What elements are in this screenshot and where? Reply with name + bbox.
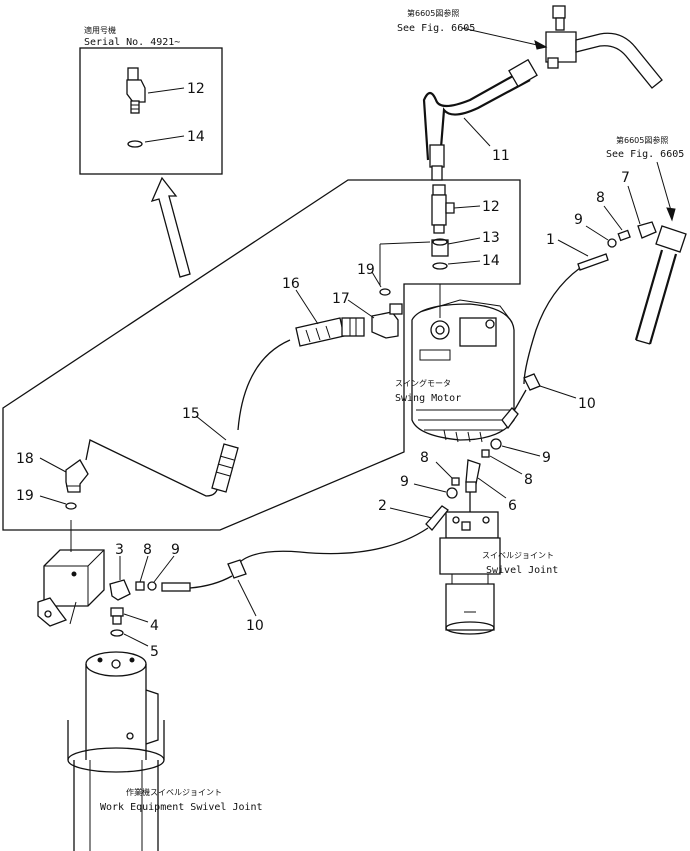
callout-5: 5 — [150, 644, 159, 660]
elbow-fitting-12 — [431, 184, 455, 234]
callout-8-left: 8 — [143, 542, 152, 558]
o-ring-19-upper — [379, 288, 391, 296]
swing-motor-label: Swing Motor — [395, 393, 461, 404]
serial-inset: 適用号機 Serial No. 4921~ 12 14 — [79, 25, 223, 175]
elbow-7 — [637, 221, 657, 239]
hose-16 — [295, 317, 365, 347]
ref-arrowhead-right — [666, 207, 676, 222]
callout-9-right: 9 — [574, 212, 583, 228]
o-ring-5 — [110, 629, 124, 637]
fig-ref-right: See Fig. 6605 — [606, 149, 684, 160]
valve-block — [37, 549, 105, 627]
callout-17: 17 — [332, 291, 350, 307]
nipple-8-left — [135, 581, 145, 591]
fig-ref-top: See Fig. 6605 — [397, 23, 475, 34]
detail-boundary — [2, 179, 521, 531]
callout-7: 7 — [621, 170, 630, 186]
o-ring-19-lower — [65, 502, 77, 510]
callout-3: 3 — [115, 542, 124, 558]
right-hose — [634, 225, 687, 345]
callout-19-lower: 19 — [16, 488, 34, 504]
callout-12-main: 12 — [482, 199, 500, 215]
callout-14: 14 — [187, 129, 205, 145]
nipple-8-right — [617, 229, 631, 242]
fig-ref-top-jp: 第6605図参照 — [407, 8, 459, 18]
swing-motor — [411, 284, 515, 443]
ring-9-swivel-lower — [446, 487, 458, 499]
fitting-4 — [110, 607, 124, 625]
clamp-10-lower — [227, 559, 247, 579]
callout-18: 18 — [16, 451, 34, 467]
callout-14-main: 14 — [482, 253, 500, 269]
ref-arrowhead-top — [534, 40, 548, 50]
work-swivel-jp: 作業機スイベルジョイント — [126, 787, 222, 797]
fig-ref-right-jp: 第6605図参照 — [616, 135, 668, 145]
callout-4: 4 — [150, 618, 159, 634]
callout-10-lower: 10 — [246, 618, 264, 634]
work-swivel-label: Work Equipment Swivel Joint — [100, 802, 263, 813]
elbow-17 — [371, 303, 403, 339]
elbow-18 — [65, 459, 89, 493]
inset-frame — [79, 47, 223, 175]
inset-elbow-fitting — [126, 67, 146, 114]
inset-serial-label: Serial No. 4921~ — [84, 37, 180, 48]
callout-10-right: 10 — [578, 396, 596, 412]
callout-16: 16 — [282, 276, 300, 292]
callout-6: 6 — [508, 498, 517, 514]
callout-1: 1 — [546, 232, 555, 248]
ring-9-right — [607, 238, 617, 248]
swivel-joint — [439, 511, 501, 635]
callout-15: 15 — [182, 406, 200, 422]
inset-o-ring — [127, 140, 143, 148]
callout-9-swivel-lower: 9 — [400, 474, 409, 490]
callout-9-swivel-upper: 9 — [542, 450, 551, 466]
adapter-13 — [431, 238, 449, 257]
clamp-10-right — [523, 373, 541, 391]
callout-11: 11 — [492, 148, 510, 164]
tube-2 — [235, 505, 449, 567]
inset-arrow — [150, 176, 191, 278]
tube-2-end — [161, 582, 191, 592]
callout-13: 13 — [482, 230, 500, 246]
callout-9-left: 9 — [171, 542, 180, 558]
hose-15 — [85, 339, 291, 497]
tube-1 — [523, 253, 609, 385]
callout-8-right: 8 — [596, 190, 605, 206]
tube-1-end — [501, 407, 519, 430]
swivel-joint-label: Swivel Joint — [486, 565, 558, 576]
swivel-joint-jp: スイベルジョイント — [482, 551, 554, 560]
work-equipment-swivel-joint — [67, 651, 165, 851]
elbow-6 — [465, 459, 481, 512]
ring-9-left — [147, 581, 157, 591]
top-tee-fitting — [545, 5, 663, 89]
inset-jp-label: 適用号機 — [84, 25, 116, 35]
swing-motor-jp: スイングモータ — [395, 378, 451, 388]
o-ring-14 — [432, 262, 448, 270]
nipple-8-swivel-left — [451, 477, 460, 486]
hose-11 — [422, 58, 538, 181]
callout-8-swivel-right: 8 — [524, 472, 533, 488]
callout-2: 2 — [378, 498, 387, 514]
callout-8-swivel-left: 8 — [420, 450, 429, 466]
ring-9-swivel-upper — [490, 438, 502, 450]
callout-19-upper: 19 — [357, 262, 375, 278]
nipple-8-swivel-right — [481, 449, 490, 458]
callout-12: 12 — [187, 81, 205, 97]
elbow-3 — [109, 579, 131, 601]
